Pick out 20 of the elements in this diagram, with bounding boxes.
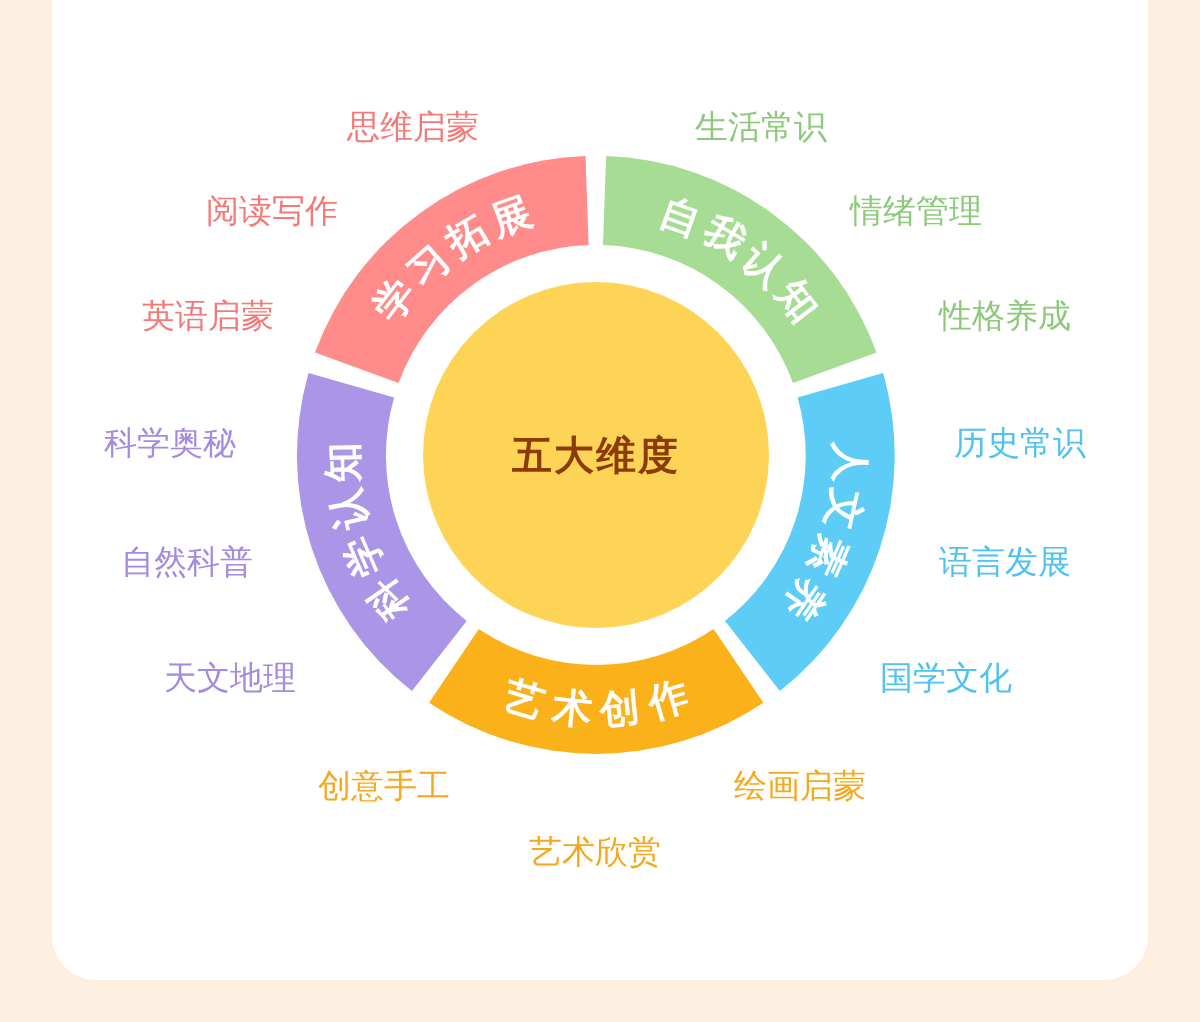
topic-label: 情绪管理	[850, 189, 982, 232]
topic-label: 自然科普	[121, 540, 253, 583]
topic-label: 语言发展	[939, 540, 1071, 583]
topic-label: 性格养成	[939, 294, 1071, 337]
segment-label: 学习拓展	[372, 193, 534, 323]
topic-label: 思维启蒙	[347, 105, 479, 148]
topic-label: 绘画启蒙	[734, 764, 866, 807]
topic-label: 历史常识	[954, 421, 1086, 464]
topic-label: 天文地理	[164, 656, 296, 699]
topic-label: 艺术欣赏	[529, 830, 661, 873]
segment-label: 人文素养	[783, 440, 872, 621]
segment-label: 艺术创作	[501, 676, 691, 730]
topic-label: 阅读写作	[206, 189, 338, 232]
topic-label: 国学文化	[880, 656, 1012, 699]
segment-label: 科学认知	[320, 440, 409, 621]
topic-label: 科学奥秘	[104, 421, 236, 464]
topic-label: 创意手工	[318, 764, 450, 807]
center-label: 五大维度	[512, 430, 680, 480]
topic-label: 英语启蒙	[142, 294, 274, 337]
topic-label: 生活常识	[695, 105, 827, 148]
